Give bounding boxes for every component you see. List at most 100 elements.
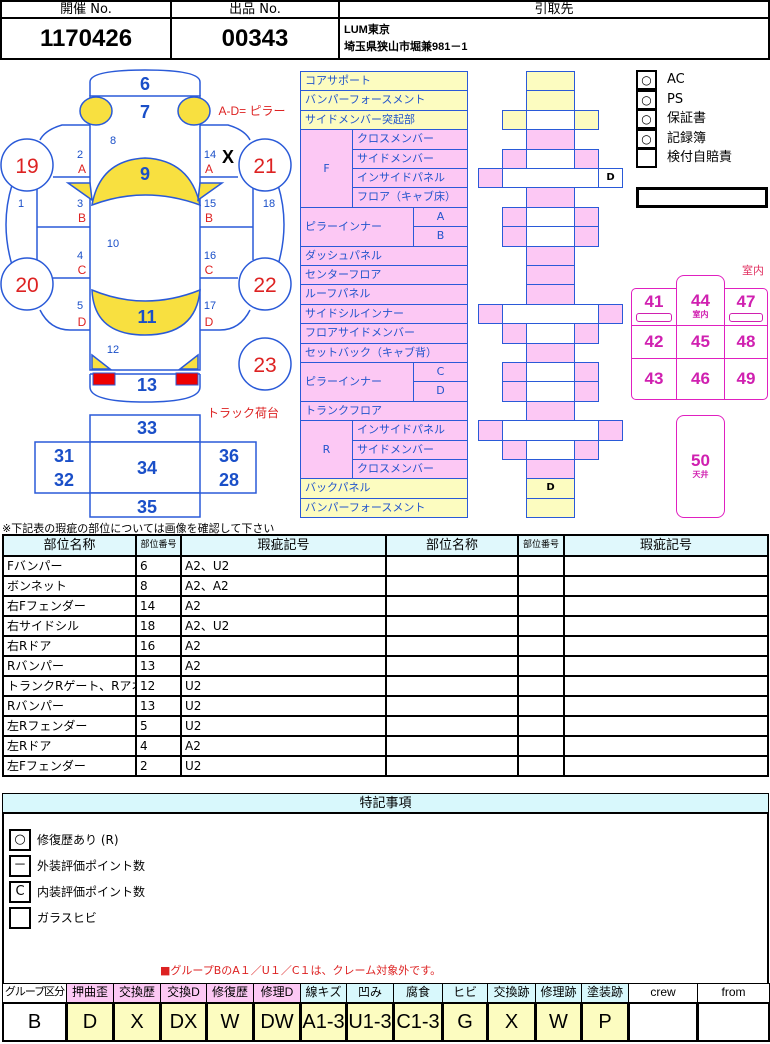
frame-row-label: フロアサイドメンバー bbox=[300, 323, 468, 344]
seat-icon bbox=[636, 313, 672, 322]
legend-value: X bbox=[113, 1002, 161, 1042]
part-no-cell: 13 bbox=[135, 695, 182, 717]
empty-cell bbox=[385, 675, 519, 697]
frame-cell-center bbox=[526, 71, 575, 92]
frame-group-r: R bbox=[300, 420, 353, 480]
col-part-no-2: 部位番号 bbox=[517, 534, 565, 557]
frame-pillar-sub: B bbox=[413, 226, 468, 247]
damage-table-note: ※下記表の瑕疵の部位については画像を確認して下さい bbox=[2, 522, 275, 535]
frame-cell-center bbox=[526, 362, 575, 383]
legend-value bbox=[697, 1002, 770, 1042]
frame-cell-left bbox=[502, 109, 527, 131]
empty-cell bbox=[385, 715, 519, 737]
part-2: 2 bbox=[77, 149, 83, 161]
frame-group-f: F bbox=[300, 129, 353, 208]
empty-cell bbox=[563, 595, 769, 617]
defect-code-cell: A2 bbox=[180, 635, 387, 657]
frame-cell-center bbox=[526, 245, 575, 266]
frame-pillar-sub: C bbox=[413, 362, 468, 383]
part-36: 36 bbox=[219, 446, 239, 466]
frame-cell-center bbox=[526, 206, 575, 228]
remark-label: ガラスヒビ bbox=[37, 911, 97, 925]
remark-checkbox[interactable]: C bbox=[9, 881, 31, 903]
frame-cell-right bbox=[574, 148, 599, 169]
part-22: 22 bbox=[253, 274, 276, 297]
seat-icon bbox=[729, 313, 763, 322]
frame-cell-far-right: D bbox=[598, 168, 623, 189]
legend-header: 凹み bbox=[346, 983, 394, 1003]
part-no-cell: 2 bbox=[135, 755, 182, 777]
interior-cell-46: 46 bbox=[676, 358, 725, 400]
frame-row-label: サイドメンバー bbox=[352, 148, 468, 169]
remark-checkbox[interactable] bbox=[9, 907, 31, 929]
frame-row-label: クロスメンバー bbox=[352, 129, 468, 150]
part-name-cell: 右サイドシル bbox=[2, 615, 137, 637]
pillar-d-right: D bbox=[205, 315, 214, 329]
frame-row-label: センターフロア bbox=[300, 265, 468, 286]
pillar-a-left: A bbox=[78, 162, 86, 176]
empty-cell bbox=[563, 755, 769, 777]
empty-cell bbox=[563, 735, 769, 757]
remark-checkbox[interactable]: － bbox=[9, 855, 31, 877]
legend-value: DW bbox=[253, 1002, 301, 1042]
pillar-note: A-D= ピラー bbox=[218, 104, 285, 118]
equipment-checkbox[interactable] bbox=[636, 148, 657, 168]
part-name-cell: ボンネット bbox=[2, 575, 137, 597]
equipment-checkbox[interactable]: ○ bbox=[636, 109, 657, 129]
empty-cell bbox=[517, 595, 565, 617]
empty-cell bbox=[563, 575, 769, 597]
frame-cell-middle bbox=[502, 303, 599, 325]
frame-cell-center bbox=[526, 109, 575, 131]
empty-cell bbox=[563, 695, 769, 717]
legend-header: 修理D bbox=[253, 983, 301, 1003]
frame-cell-left bbox=[502, 226, 527, 247]
frame-cell-far-left bbox=[478, 303, 503, 325]
part-name-cell: Rバンパー bbox=[2, 655, 137, 677]
legend-header: 交換D bbox=[160, 983, 207, 1003]
empty-cell bbox=[517, 615, 565, 637]
legend-header: 修復歴 bbox=[206, 983, 254, 1003]
frame-cell-left bbox=[502, 381, 527, 402]
legend-value: U1-3 bbox=[346, 1002, 394, 1042]
equipment-label: 記録簿 bbox=[667, 130, 707, 146]
interior-cell-43: 43 bbox=[631, 358, 677, 400]
legend-value: W bbox=[206, 1002, 254, 1042]
auction-no: 1170426 bbox=[0, 17, 172, 60]
remark-checkbox[interactable]: ○ bbox=[9, 829, 31, 851]
part-no-cell: 13 bbox=[135, 655, 182, 677]
defect-code-cell: A2 bbox=[180, 735, 387, 757]
legend-value: D bbox=[66, 1002, 114, 1042]
pillar-c-left: C bbox=[78, 263, 87, 277]
part-name-cell: 右Rドア bbox=[2, 635, 137, 657]
part-name-cell: 右Fフェンダー bbox=[2, 595, 137, 617]
part-1: 1 bbox=[18, 198, 24, 210]
equipment-checkbox[interactable]: ○ bbox=[636, 70, 657, 90]
frame-cell-middle bbox=[502, 168, 599, 189]
frame-row-label: バックパネル bbox=[300, 478, 468, 499]
equipment-checkbox[interactable]: ○ bbox=[636, 128, 657, 149]
part-33: 33 bbox=[137, 418, 157, 438]
frame-row-label: バンパーフォースメント bbox=[300, 90, 468, 111]
frame-cell-right bbox=[574, 206, 599, 228]
empty-cell bbox=[563, 715, 769, 737]
part-21: 21 bbox=[253, 155, 276, 178]
equipment-checkbox[interactable]: ○ bbox=[636, 89, 657, 110]
empty-cell bbox=[385, 595, 519, 617]
pillar-d-left: D bbox=[78, 315, 87, 329]
legend-value: G bbox=[442, 1002, 488, 1042]
defect-code-cell: U2 bbox=[180, 695, 387, 717]
empty-cell bbox=[563, 635, 769, 657]
frame-row-label: ピラーインナー bbox=[300, 206, 414, 247]
frame-row-label: バンパーフォースメント bbox=[300, 497, 468, 519]
part-11: 11 bbox=[137, 307, 156, 327]
frame-cell-center bbox=[526, 497, 575, 519]
damage-x-mark: X bbox=[222, 147, 234, 167]
interior-cell-41: 41 bbox=[631, 288, 677, 326]
part-4: 4 bbox=[77, 250, 83, 262]
col-defect-code: 瑕疵記号 bbox=[180, 534, 387, 557]
frame-cell-center bbox=[526, 148, 575, 169]
legend-header: crew bbox=[628, 983, 698, 1003]
